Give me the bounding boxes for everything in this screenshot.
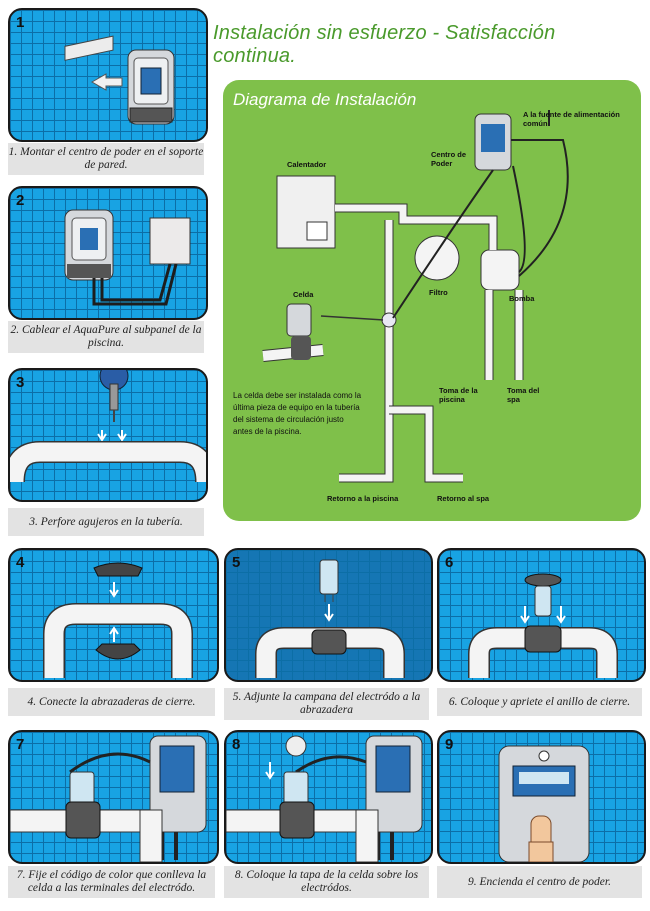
step-4-illustration xyxy=(43,562,193,678)
step-number: 6 xyxy=(445,554,454,571)
label-filtro: Filtro xyxy=(429,288,448,297)
diagram-note: La celda debe ser instalada como la últi… xyxy=(233,391,362,436)
step-number: 7 xyxy=(16,736,25,753)
step-6-panel: 6 xyxy=(437,548,646,682)
step-number: 1 xyxy=(16,14,25,31)
step-2-illustration xyxy=(64,209,191,306)
step-7-panel: 7 xyxy=(8,730,219,864)
step-5-panel: 5 xyxy=(224,548,433,682)
label-toma-spa: Toma del spa xyxy=(507,386,540,404)
step-9-panel: 9 xyxy=(437,730,646,864)
step-3-panel: 3 xyxy=(8,368,208,502)
step-9-caption: 9. Encienda el centro de poder. xyxy=(437,866,642,898)
step-number: 2 xyxy=(16,192,25,209)
step-1-panel: 1 xyxy=(8,8,208,142)
step-4-panel: 4 xyxy=(8,548,219,682)
label-celda: Celda xyxy=(293,290,314,299)
step-1-caption: 1. Montar el centro de poder en el sopor… xyxy=(8,143,204,175)
diagram-illustration xyxy=(262,110,569,483)
step-8-illustration xyxy=(226,735,423,862)
label-bomba: Bomba xyxy=(509,294,535,303)
label-retorno-piscina: Retorno a la piscina xyxy=(327,494,399,503)
step-number: 9 xyxy=(445,736,454,753)
step-4-caption: 4. Conecte la abrazaderas de cierre. xyxy=(8,688,215,716)
step-7-illustration xyxy=(10,735,207,862)
step-1-illustration xyxy=(64,35,175,125)
label-calentador: Calentador xyxy=(287,160,327,169)
page-title: Instalación sin esfuerzo - Satisfacción … xyxy=(213,22,556,67)
label-retorno-spa: Retorno al spa xyxy=(437,494,490,503)
step-8-panel: 8 xyxy=(224,730,433,864)
step-3-caption: 3. Perfore agujeros en la tubería. xyxy=(8,508,204,536)
installation-diagram: Diagrama de Instalación A la fuente d xyxy=(223,80,641,521)
step-9-illustration xyxy=(498,745,590,862)
label-toma-piscina: Toma de la piscina xyxy=(439,386,478,404)
step-3-illustration xyxy=(10,370,206,483)
step-6-illustration xyxy=(468,573,618,678)
step-5-illustration xyxy=(255,559,405,678)
step-2-panel: 2 xyxy=(8,186,208,320)
diagram-title: Diagrama de Instalación xyxy=(233,90,417,109)
label-centro: Centro de Poder xyxy=(431,150,467,168)
step-6-caption: 6. Coloque y apriete el anillo de cierre… xyxy=(437,688,642,716)
step-number: 5 xyxy=(232,554,241,571)
step-2-caption: 2. Cablear el AquaPure al subpanel de la… xyxy=(8,321,204,353)
step-8-caption: 8. Coloque la tapa de la celda sobre los… xyxy=(224,866,429,898)
step-7-caption: 7. Fije el código de color que conlleva … xyxy=(8,866,215,898)
step-5-caption: 5. Adjunte la campana del electródo a la… xyxy=(224,688,429,720)
step-number: 8 xyxy=(232,736,241,753)
label-fuente: A la fuente de alimentación común xyxy=(523,110,620,128)
step-number: 4 xyxy=(16,554,25,571)
step-number: 3 xyxy=(16,374,25,391)
